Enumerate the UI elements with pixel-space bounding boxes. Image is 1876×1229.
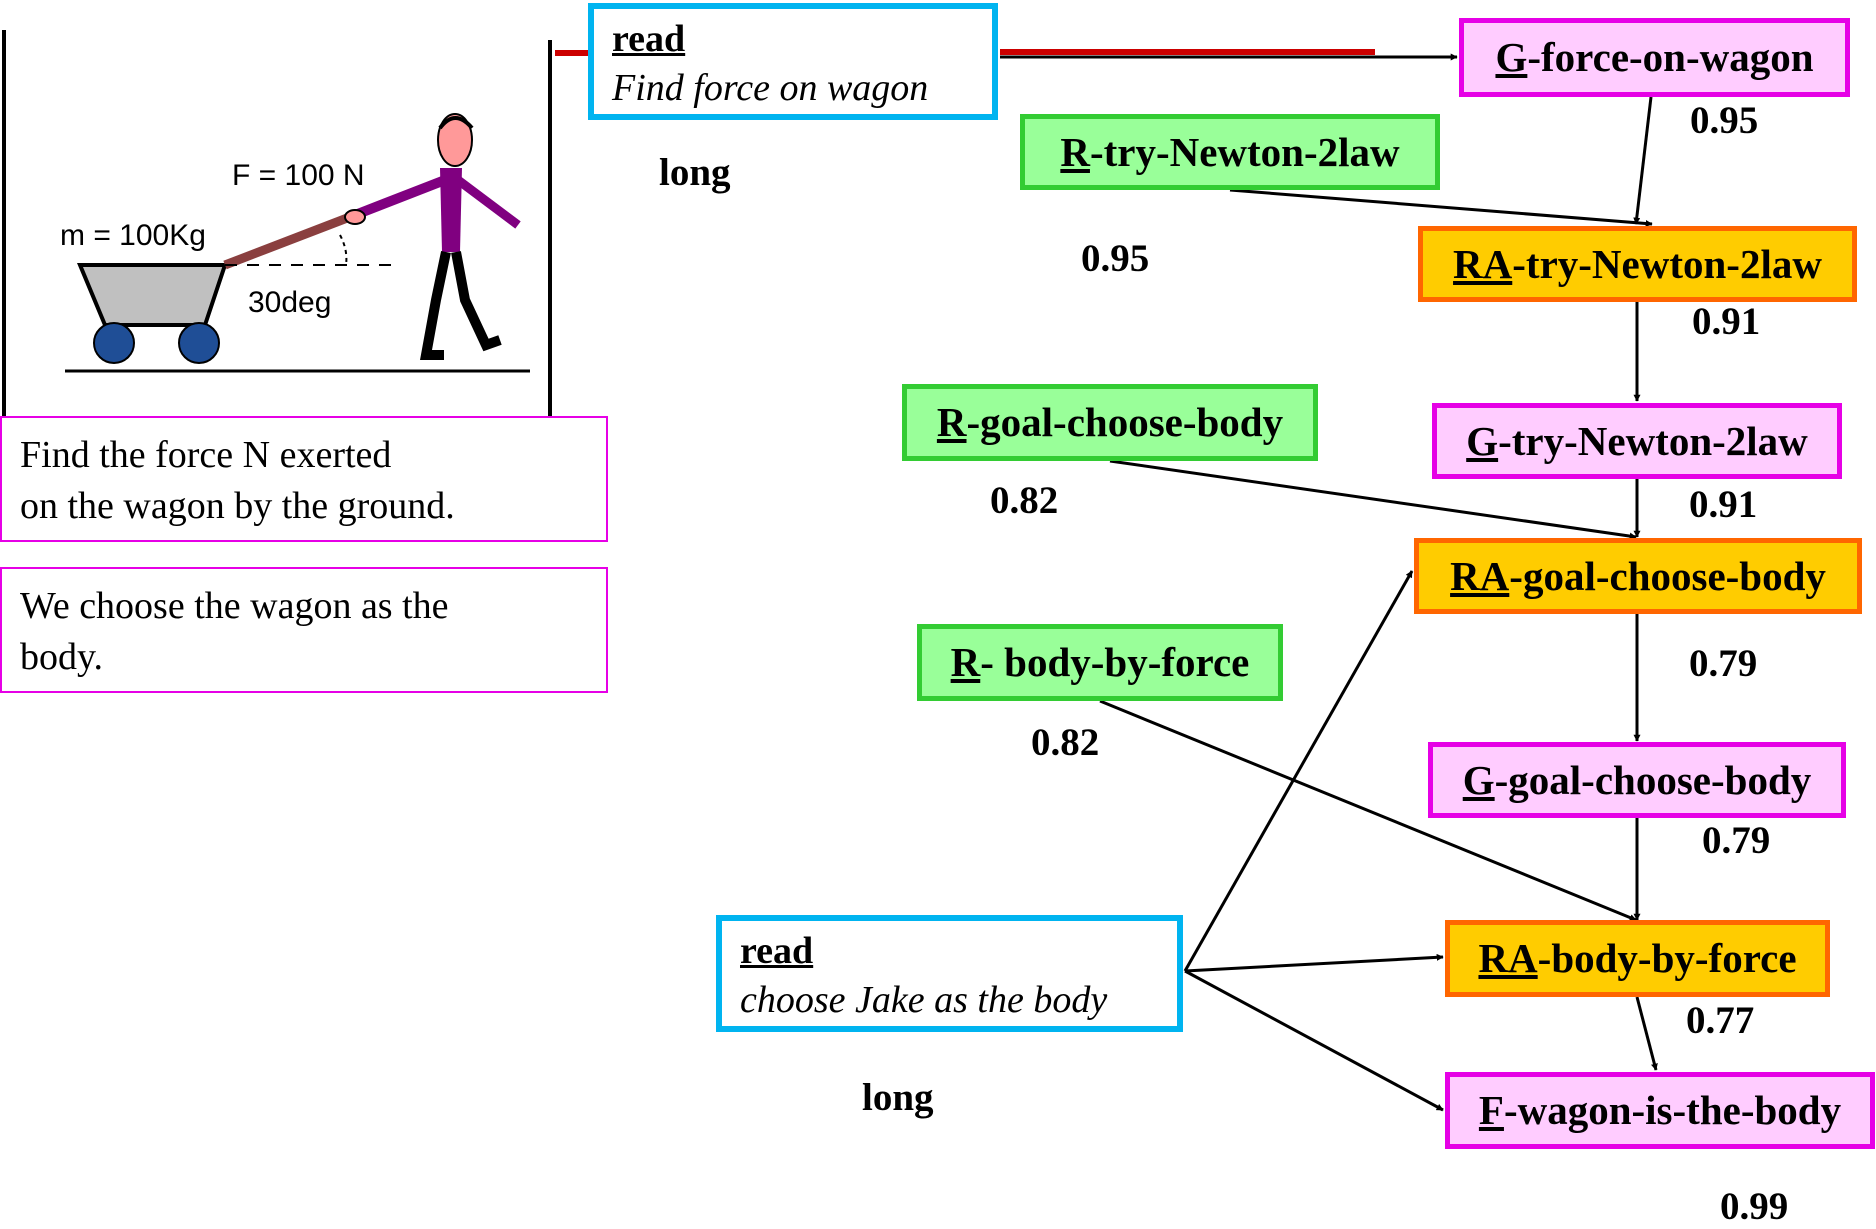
node-f-wagon-is-the-body: F-wagon-is-the-body (1445, 1072, 1875, 1149)
angle-label: 30deg (248, 286, 331, 319)
man-arm-pull (353, 175, 447, 220)
read-bottom-subtitle: choose Jake as the body (740, 979, 1108, 1022)
wagon-wheel-left (93, 322, 135, 364)
read-box-bottom: read choose Jake as the body (716, 915, 1183, 1032)
prob-g-try-newton-2law: 0.91 (1689, 483, 1758, 526)
read-box-top: read Find force on wagon (588, 3, 998, 120)
question-line-2: on the wagon by the ground. (20, 485, 455, 528)
man-torso (440, 168, 462, 252)
question-box: Find the force N exerted on the wagon by… (0, 416, 608, 542)
node-r-body-by-force: R- body-by-force (917, 624, 1283, 701)
node-ra-goal-choose-body: RA-goal-choose-body (1414, 538, 1862, 614)
arrow-read-to-f-wagon (1184, 969, 1444, 1112)
pull-handle (223, 210, 357, 270)
answer-line-1: We choose the wagon as the (20, 585, 449, 627)
prob-ra-goal-choose-body: 0.79 (1689, 642, 1758, 685)
read-top-title: read (612, 18, 686, 60)
read-bottom-title: read (740, 930, 814, 972)
arrow-r-goal-to-ra-goal (1109, 459, 1637, 540)
prob-ra-body-by-force: 0.77 (1686, 999, 1755, 1042)
arrow-read-to-ra-goal (1183, 570, 1414, 972)
node-r-try-newton-2law: R -try-Newton-2law (1020, 114, 1440, 190)
node-g-force-on-wagon: G-force-on-wagon (1459, 18, 1850, 97)
read-top-subtitle: Find force on wagon (612, 67, 929, 110)
prob-r-goal-choose-body: 0.82 (990, 479, 1059, 522)
node-g-goal-choose-body: G-goal-choose-body (1428, 742, 1846, 818)
wagon-figure: F = 100 N m = 100Kg 30deg (2, 30, 552, 420)
node-r-goal-choose-body: R-goal-choose-body (902, 384, 1318, 461)
man-leg-left (420, 250, 451, 360)
arrow-r-body-to-ra-body (1099, 699, 1637, 922)
man-hand (344, 209, 366, 225)
prob-r-try-newton-2law: 0.95 (1081, 237, 1150, 280)
arrow-read-to-ra-body (1184, 953, 1444, 973)
read-bottom-duration: long (862, 1076, 934, 1119)
node-ra-body-by-force: RA-body-by-force (1445, 920, 1830, 997)
arrow-ra-body-to-f-wagon (1635, 996, 1658, 1071)
arrow-g-force-to-ra-try (1633, 96, 1653, 225)
man-arm-back (455, 176, 521, 229)
read-top-duration: long (659, 151, 731, 194)
node-g-try-newton-2law: G-try-Newton-2law (1432, 403, 1842, 479)
man-leg-right (451, 251, 502, 352)
man-head (437, 113, 473, 167)
answer-line-2: body. (20, 636, 104, 679)
prob-ra-try-newton-2law: 0.91 (1692, 300, 1761, 343)
mass-label: m = 100Kg (60, 219, 206, 252)
angle-arc (339, 234, 348, 266)
prob-f-wagon-is-the-body: 0.99 (1720, 1185, 1789, 1228)
force-label: F = 100 N (232, 159, 365, 192)
arrow-r-try-to-ra-try (1229, 188, 1653, 227)
prob-r-body-by-force: 0.82 (1031, 721, 1100, 764)
prob-g-force-on-wagon: 0.95 (1690, 99, 1759, 142)
prob-g-goal-choose-body: 0.79 (1702, 819, 1771, 862)
wagon-wheel-right (178, 322, 220, 364)
node-ra-try-newton-2law: RA-try-Newton-2law (1418, 226, 1857, 302)
man-hair (438, 116, 474, 130)
question-line-1: Find the force N exerted (20, 434, 392, 476)
answer-box: We choose the wagon as the body. (0, 567, 608, 693)
